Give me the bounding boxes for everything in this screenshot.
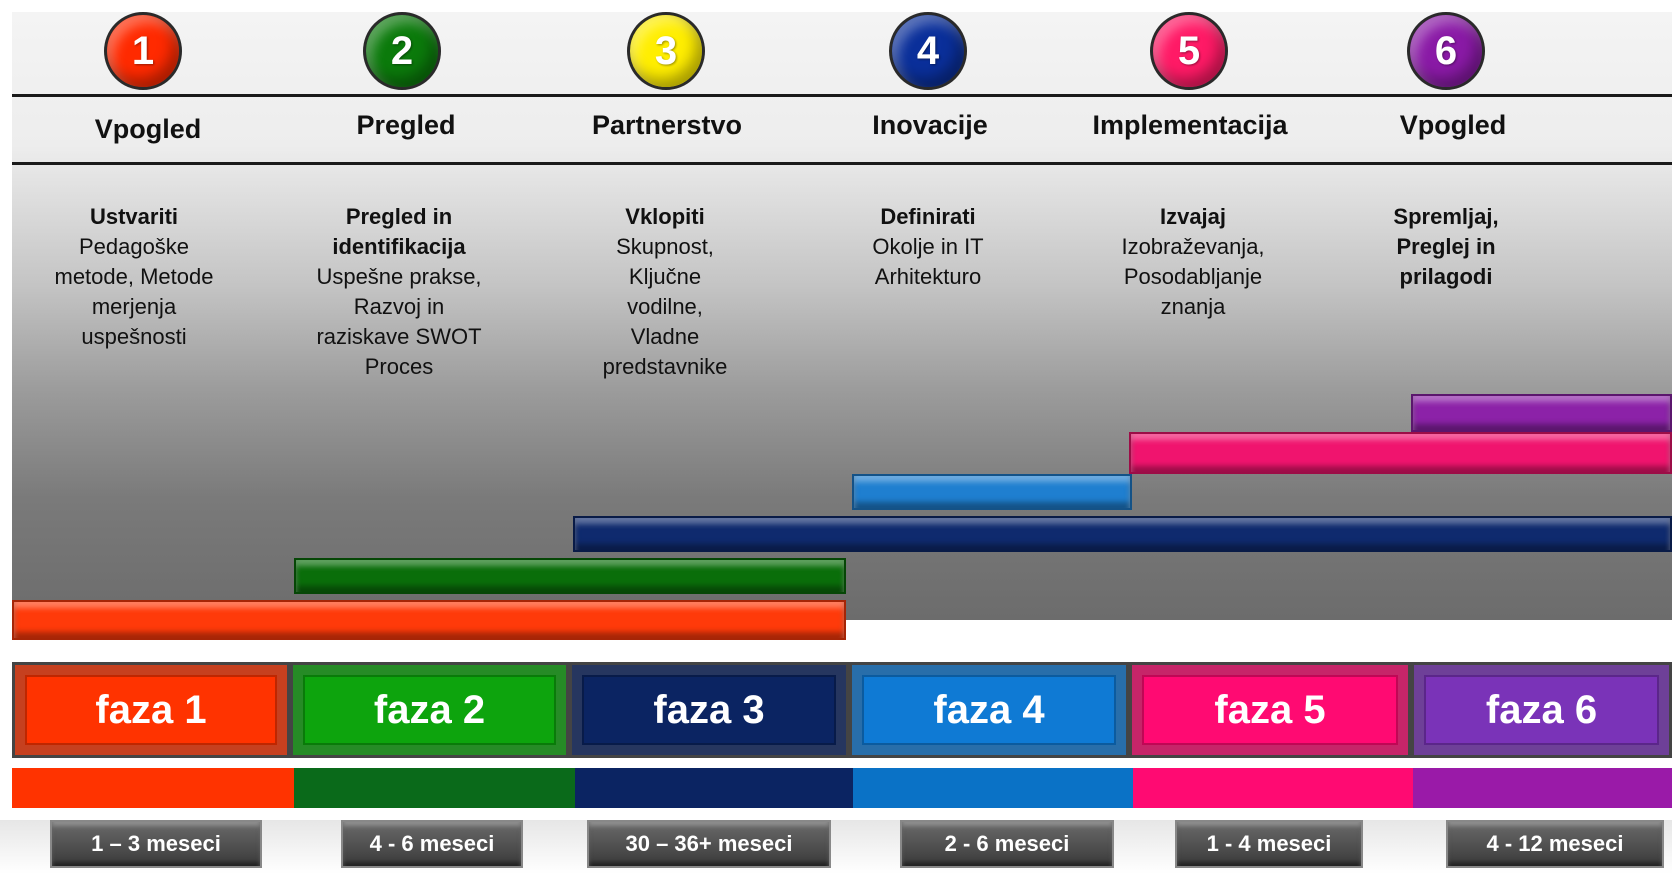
phase-desc-2-bold: Pregled in identifikacija: [332, 204, 466, 259]
bottom-fade: [0, 820, 1672, 874]
phase-number-3: 3: [627, 12, 705, 90]
phase-desc-2: Pregled in identifikacija Uspešne prakse…: [274, 202, 524, 382]
phase-title-5: Implementacija: [1092, 110, 1288, 140]
phase-desc-1-text: Pedagoške metode, Metode merjenja uspešn…: [54, 234, 214, 349]
faza-label-2: faza 2: [373, 687, 486, 732]
color-strip-5: [1133, 768, 1413, 808]
faza-label-1: faza 1: [95, 687, 207, 732]
faza-label-3: faza 3: [653, 687, 765, 732]
timeline-bar-5: [1129, 432, 1672, 474]
duration-2: 4 - 6 meseci: [341, 820, 523, 868]
color-strip-3: [575, 768, 853, 808]
color-strip-1: [12, 768, 294, 808]
timeline-bar-1: [12, 600, 846, 640]
faza-block-6: faza 6: [1411, 662, 1672, 758]
duration-4: 2 - 6 meseci: [900, 820, 1114, 868]
faza-block-5: faza 5: [1129, 662, 1411, 758]
timeline-bar-3: [573, 516, 1672, 552]
divider-top: [12, 94, 1672, 97]
timeline-bar-4: [852, 474, 1132, 510]
phase-number-4: 4: [889, 12, 967, 90]
phase-desc-4: Definirati Okolje in IT Arhitekturo: [803, 202, 1053, 292]
phase-desc-5-text: Izobraževanja, Posodabljanje znanja: [1121, 234, 1265, 319]
phase-title-6: Vpogled: [1399, 110, 1507, 140]
duration-5: 1 - 4 meseci: [1175, 820, 1363, 868]
faza-label-5: faza 5: [1214, 687, 1326, 732]
duration-6: 4 - 12 meseci: [1446, 820, 1664, 868]
phase-desc-5: Izvajaj Izobraževanja, Posodabljanje zna…: [1068, 202, 1318, 322]
color-strip-6: [1413, 768, 1672, 808]
phase-title-3: Partnerstvo: [591, 110, 743, 140]
phase-title-4: Inovacije: [872, 110, 988, 140]
phase-desc-1-bold: Ustvariti: [89, 204, 179, 229]
color-strip-4: [853, 768, 1133, 808]
phase-desc-1: Ustvariti Pedagoške metode, Metode merje…: [9, 202, 259, 352]
timeline-bar-2: [294, 558, 846, 594]
phase-desc-4-text: Okolje in IT Arhitekturo: [872, 234, 984, 289]
phase-title-2: Pregled: [356, 110, 456, 140]
phase-desc-4-bold: Definirati: [880, 204, 976, 229]
faza-label-4: faza 4: [933, 687, 1045, 732]
faza-label-6: faza 6: [1485, 687, 1598, 732]
phase-number-6: 6: [1407, 12, 1485, 90]
faza-block-4: faza 4: [849, 662, 1129, 758]
phase-desc-2-text: Uspešne prakse, Razvoj in raziskave SWOT…: [316, 264, 482, 379]
timeline-bar-6: [1411, 394, 1672, 432]
faza-block-1: faza 1: [12, 662, 290, 758]
phase-desc-3-bold: Vklopiti: [625, 204, 705, 229]
phase-desc-6: Spremljaj, Preglej in prilagodi: [1321, 202, 1571, 292]
duration-3: 30 – 36+ meseci: [587, 820, 831, 868]
phase-desc-6-bold: Spremljaj, Preglej in prilagodi: [1393, 204, 1499, 289]
phase-desc-3: Vklopiti Skupnost, Ključne vodilne, Vlad…: [540, 202, 790, 382]
phase-number-1: 1: [104, 12, 182, 90]
faza-block-2: faza 2: [290, 662, 569, 758]
faza-block-3: faza 3: [569, 662, 849, 758]
phase-title-1: Vpogled: [94, 114, 202, 144]
phase-number-5: 5: [1150, 12, 1228, 90]
color-strip-2: [294, 768, 575, 808]
phase-desc-5-bold: Izvajaj: [1159, 204, 1227, 229]
phase-number-2: 2: [363, 12, 441, 90]
duration-1: 1 – 3 meseci: [50, 820, 262, 868]
phase-desc-3-text: Skupnost, Ključne vodilne, Vladne predst…: [602, 234, 728, 379]
divider-bottom: [12, 162, 1672, 165]
